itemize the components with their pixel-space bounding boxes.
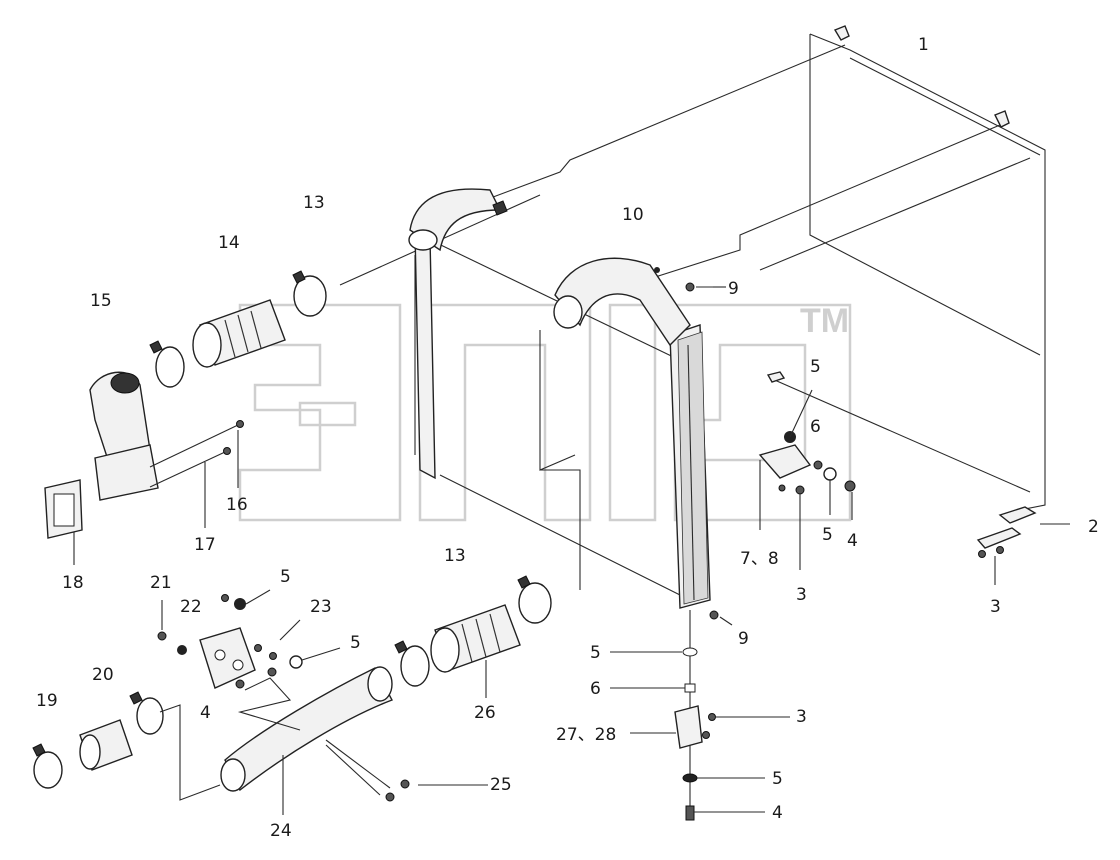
hardware-9 <box>685 282 733 626</box>
callout-4-bottom: 4 <box>772 803 783 823</box>
callout-4-bracket22: 4 <box>200 703 211 723</box>
bracket-assembly-right <box>758 389 856 570</box>
callout-6-right: 6 <box>810 417 821 437</box>
callout-2: 2 <box>1088 517 1099 537</box>
callout-22: 22 <box>180 597 202 617</box>
callout-5-bracket22-right: 5 <box>350 633 361 653</box>
callout-5-right-bottom: 5 <box>822 525 833 545</box>
callout-4-right: 4 <box>847 531 858 551</box>
callout-18: 18 <box>62 573 84 593</box>
callout-6-bottom: 6 <box>590 679 601 699</box>
callout-13-upper: 13 <box>303 193 325 213</box>
callout-1: 1 <box>918 35 929 55</box>
upper-hose-left <box>408 188 508 252</box>
callout-14: 14 <box>218 233 240 253</box>
callout-3-bracket2: 3 <box>990 597 1001 617</box>
leader-lines <box>339 44 1031 601</box>
callout-13-lower: 13 <box>444 546 466 566</box>
watermark-logo <box>238 303 852 522</box>
callout-25: 25 <box>490 775 512 795</box>
callout-15: 15 <box>90 291 112 311</box>
callout-labels: 1 2 3 3 3 4 4 4 5 5 5 5 5 5 6 6 7、8 9 9 … <box>36 35 1099 841</box>
callout-7-8: 7、8 <box>740 549 779 569</box>
shroud-panel <box>766 25 1046 524</box>
callout-19: 19 <box>36 691 58 711</box>
callout-27-28: 27、28 <box>556 725 616 745</box>
callout-5-right-top: 5 <box>810 357 821 377</box>
callout-5-bottom-washer: 5 <box>590 643 601 663</box>
callout-9-bottom: 9 <box>738 629 749 649</box>
callout-9-top: 9 <box>728 279 739 299</box>
lower-intake-chain <box>32 575 552 815</box>
callout-20: 20 <box>92 665 114 685</box>
callout-21: 21 <box>150 573 172 593</box>
callout-5-bracket22-top: 5 <box>280 567 291 587</box>
upper-hose-right <box>553 257 691 347</box>
callout-23: 23 <box>310 597 332 617</box>
callout-10: 10 <box>622 205 644 225</box>
callout-3-right: 3 <box>796 585 807 605</box>
callout-3-bottom: 3 <box>796 707 807 727</box>
watermark-trademark: TM <box>800 302 849 340</box>
callout-26: 26 <box>474 703 496 723</box>
callout-5-bottom-lower: 5 <box>772 769 783 789</box>
left-intake-chain <box>44 270 327 565</box>
callout-17: 17 <box>194 535 216 555</box>
callout-16: 16 <box>226 495 248 515</box>
bracket-2 <box>976 523 1070 585</box>
intercooler-core <box>414 230 711 609</box>
bottom-mount-stack <box>610 610 790 821</box>
callout-24: 24 <box>270 821 292 841</box>
